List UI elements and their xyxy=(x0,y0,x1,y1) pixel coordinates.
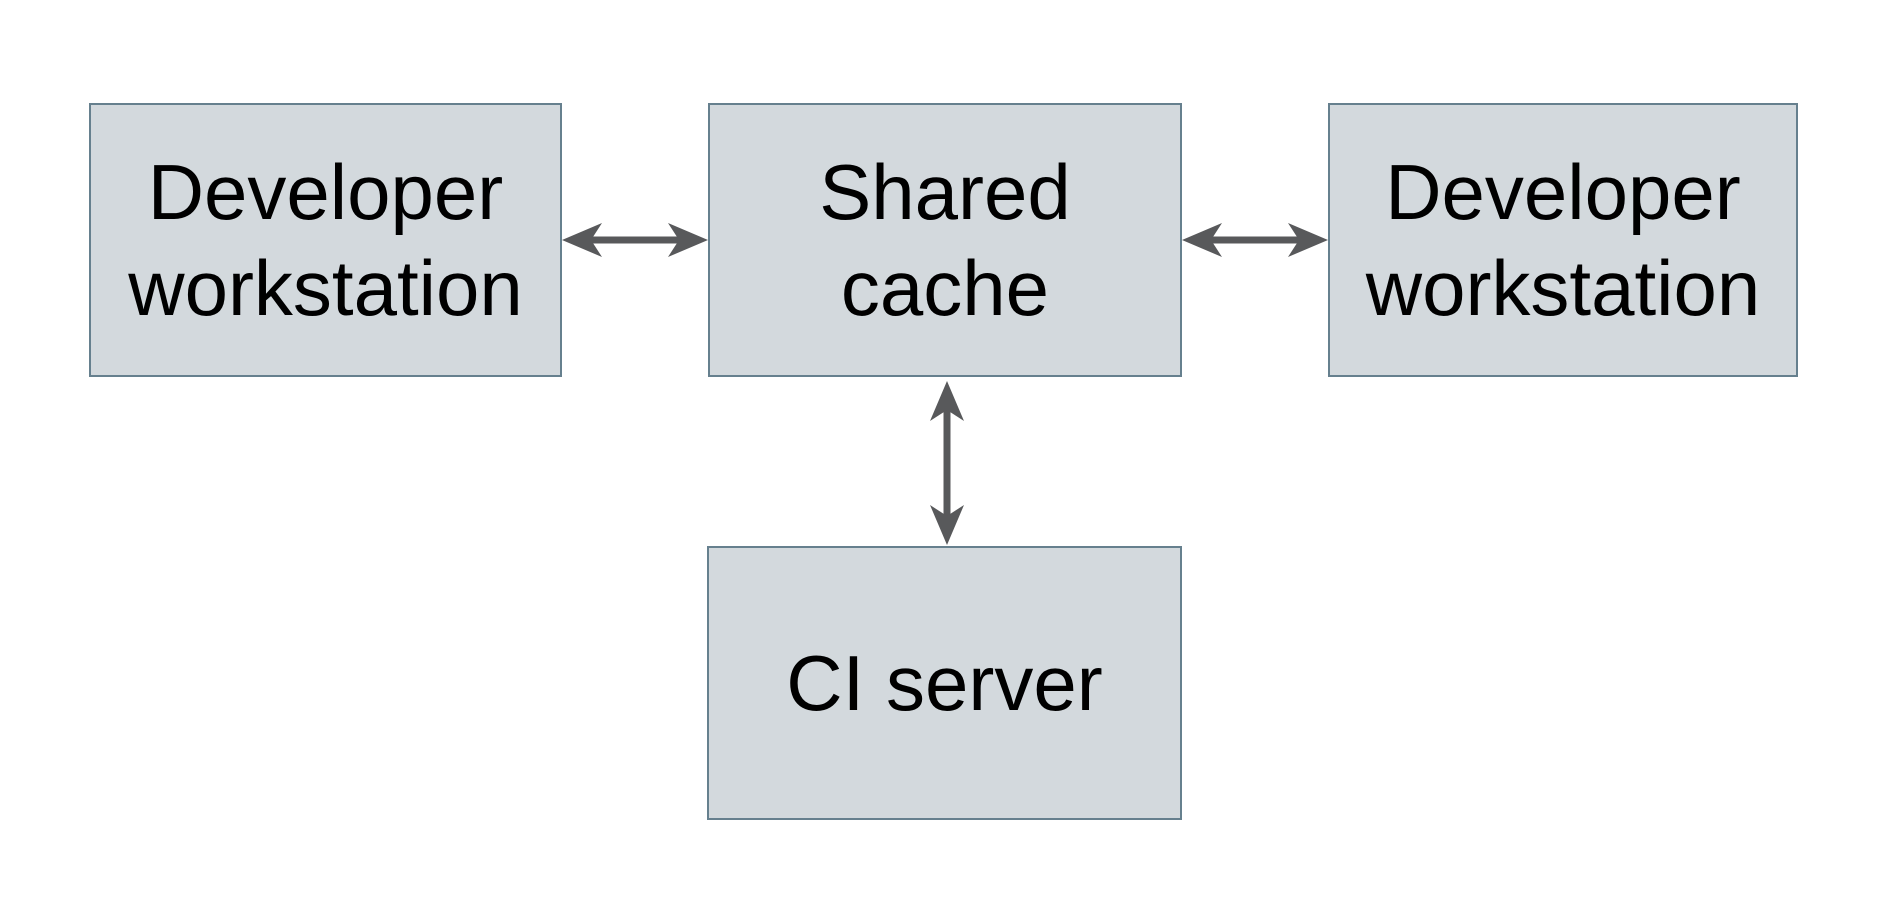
double-arrow-shared-cache-right-workstation-icon xyxy=(1182,220,1328,260)
double-arrow-shared-cache-ci-server-icon xyxy=(927,381,967,545)
node-ci-server-label: CI server xyxy=(786,639,1103,727)
double-arrow-left-workstation-shared-cache-icon xyxy=(562,220,708,260)
node-developer-workstation-right-label: Developer workstation xyxy=(1365,148,1761,332)
node-shared-cache-label: Shared cache xyxy=(819,148,1071,332)
node-shared-cache: Shared cache xyxy=(708,103,1182,377)
node-developer-workstation-left-label: Developer workstation xyxy=(128,148,523,332)
node-ci-server: CI server xyxy=(707,546,1182,820)
node-developer-workstation-left: Developer workstation xyxy=(89,103,562,377)
node-developer-workstation-right: Developer workstation xyxy=(1328,103,1798,377)
